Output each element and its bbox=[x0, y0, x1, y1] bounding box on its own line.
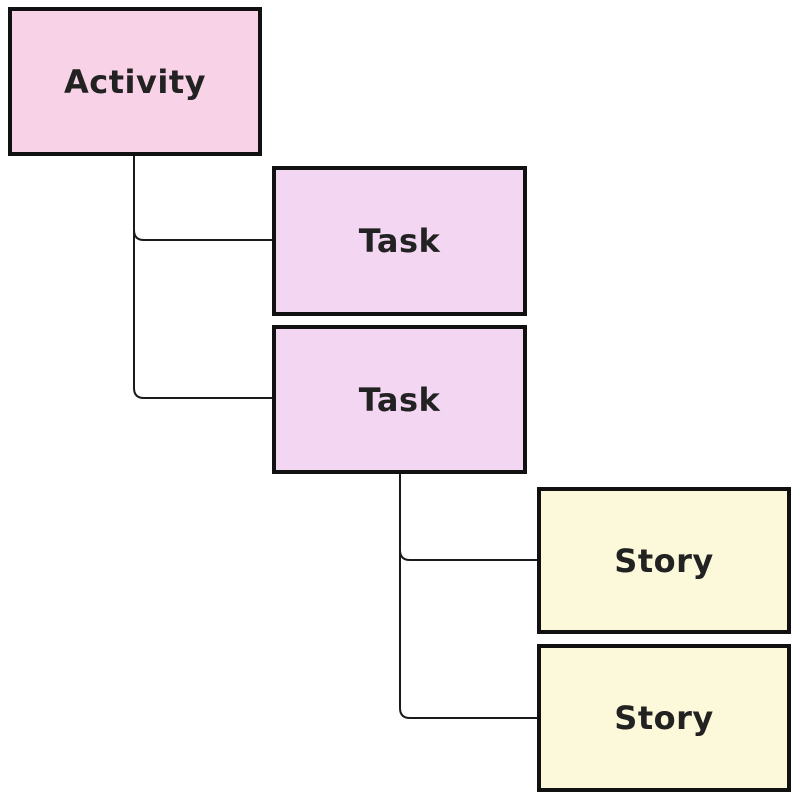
edge-task-2-to-story-1 bbox=[399, 472, 540, 561]
node-activity: Activity bbox=[8, 7, 262, 156]
node-task-2: Task bbox=[272, 325, 527, 474]
node-task-1-label: Task bbox=[358, 222, 441, 260]
node-story-1: Story bbox=[537, 487, 791, 634]
node-story-1-label: Story bbox=[614, 541, 714, 580]
node-task-1: Task bbox=[272, 166, 527, 316]
node-story-2: Story bbox=[537, 644, 791, 792]
node-task-2-label: Task bbox=[358, 380, 441, 419]
node-story-2-label: Story bbox=[614, 699, 714, 737]
edge-activity-to-task-2 bbox=[133, 155, 275, 399]
node-activity-label: Activity bbox=[64, 62, 206, 101]
edge-task-2-to-story-2 bbox=[399, 472, 540, 719]
edge-activity-to-task-1 bbox=[133, 155, 275, 241]
